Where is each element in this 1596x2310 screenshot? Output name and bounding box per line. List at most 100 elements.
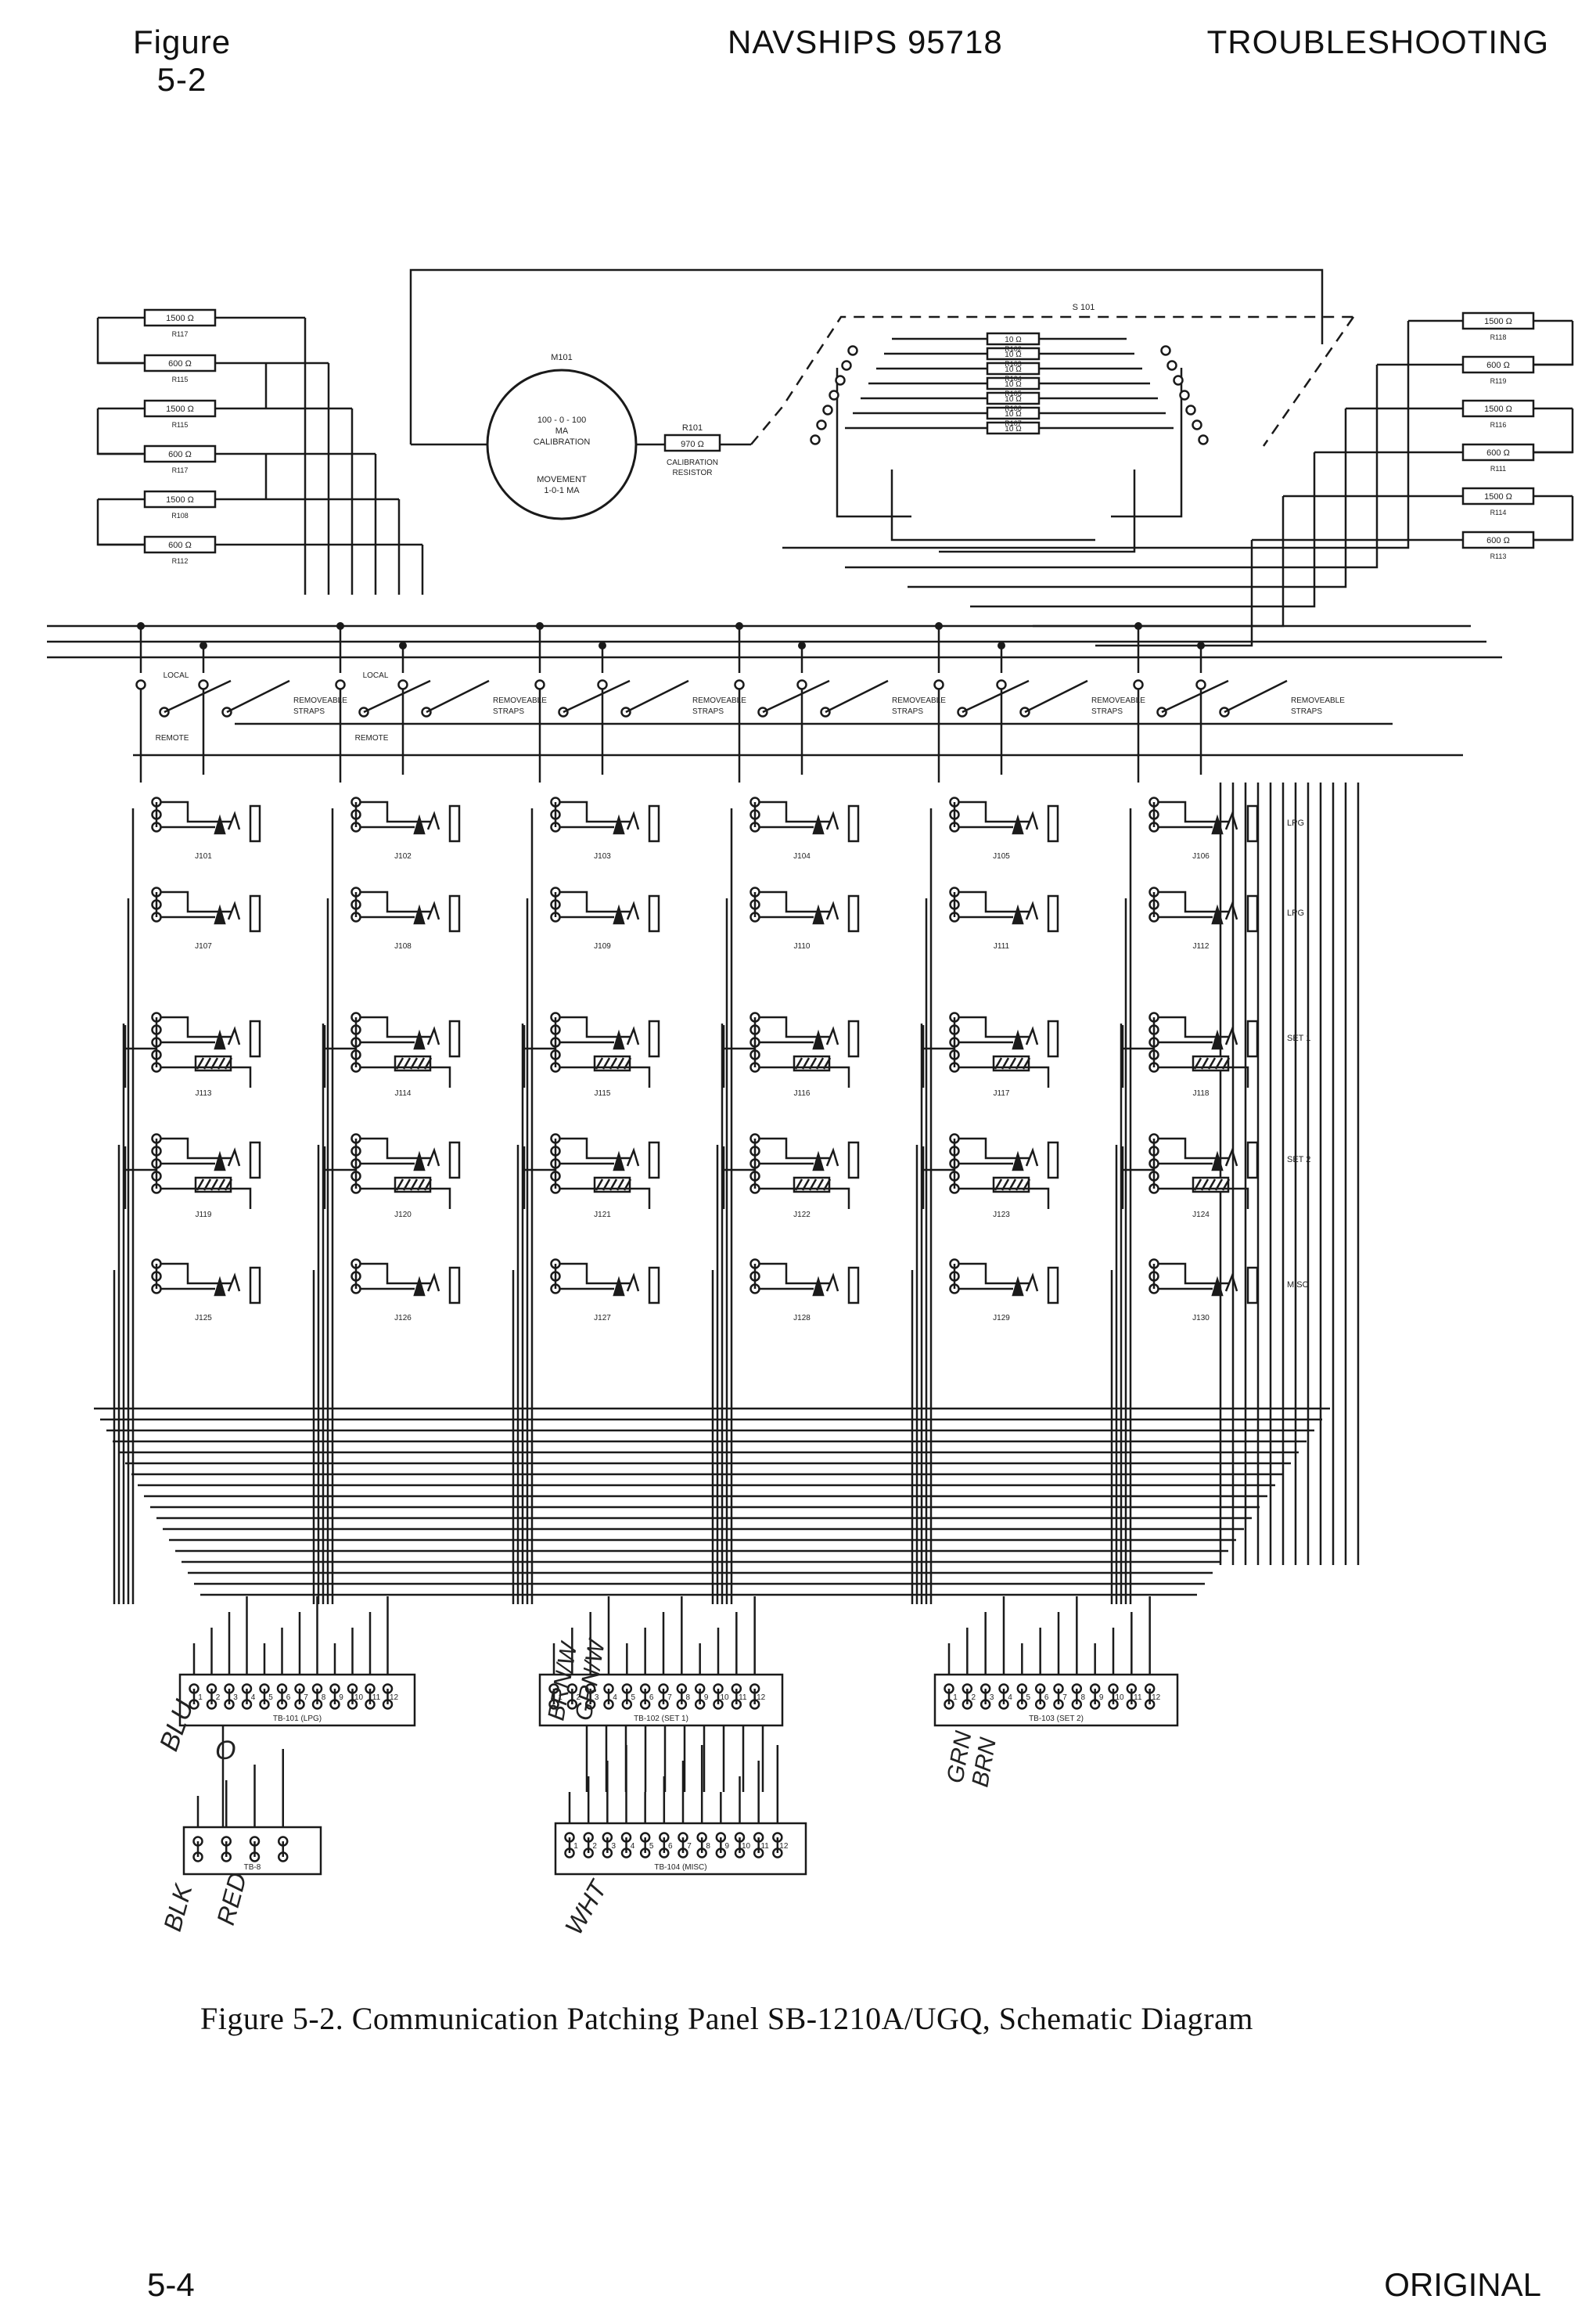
handwritten-red: RED bbox=[211, 1869, 252, 1928]
switch-ref: S 101 bbox=[1073, 303, 1095, 312]
jack-ref-j101: J101 bbox=[195, 852, 212, 861]
jack-sleeve bbox=[249, 894, 261, 933]
jack-sleeve bbox=[1047, 1266, 1059, 1304]
jack-contact bbox=[760, 1016, 829, 1038]
figure-label: Figure 5-2 bbox=[133, 23, 231, 99]
left-resistor-ref: R117 bbox=[172, 330, 189, 338]
jack-contact bbox=[161, 1066, 252, 1088]
jack-sleeve bbox=[648, 894, 660, 933]
right-resistor-ref: R116 bbox=[1490, 421, 1507, 429]
jack-ref-j114: J114 bbox=[395, 1089, 412, 1098]
figure-word: Figure bbox=[133, 23, 232, 60]
switch-resistor-ref: R105 bbox=[1005, 390, 1022, 398]
straps-label: STRAPS bbox=[892, 707, 923, 716]
jack-ref-j129: J129 bbox=[993, 1314, 1010, 1322]
jack-ref-j112: J112 bbox=[1193, 942, 1210, 951]
right-resistor bbox=[1461, 399, 1535, 418]
wire bbox=[836, 368, 911, 518]
jack-ref-j103: J103 bbox=[594, 852, 611, 861]
jack-tip-arrow bbox=[1012, 1276, 1024, 1297]
board-number: 8 bbox=[322, 1693, 326, 1702]
right-resistor-value: 1500 Ω bbox=[1484, 492, 1512, 502]
board-number: 1 bbox=[558, 1693, 563, 1702]
strap-switch bbox=[825, 679, 889, 714]
board-number: 7 bbox=[304, 1693, 308, 1702]
jack-ref-j118: J118 bbox=[1193, 1089, 1210, 1098]
right-resistor bbox=[1461, 311, 1535, 330]
meter-ref: M101 bbox=[551, 353, 573, 362]
jack-sleeve bbox=[1047, 804, 1059, 843]
jack-sleeve bbox=[1246, 894, 1259, 933]
remote-label: REMOTE bbox=[355, 734, 389, 743]
jack-sleeve bbox=[1246, 1266, 1259, 1304]
jack-tip-arrow bbox=[1211, 1276, 1224, 1297]
local-label: LOCAL bbox=[363, 671, 389, 680]
left-resistor-ref: R108 bbox=[171, 512, 189, 520]
meter-m101 bbox=[486, 369, 638, 520]
jack-ref-j113: J113 bbox=[196, 1089, 212, 1098]
left-resistor-value: 1500 Ω bbox=[166, 495, 194, 505]
switch-contact-left bbox=[822, 405, 833, 416]
strap-switch bbox=[625, 679, 689, 714]
jack-ref-j105: J105 bbox=[993, 852, 1010, 861]
strap-switch bbox=[762, 679, 830, 714]
jack-ref-j130: J130 bbox=[1192, 1314, 1210, 1322]
jack-sleeve bbox=[648, 804, 660, 843]
left-resistor bbox=[143, 444, 217, 463]
jack-sleeve bbox=[448, 1141, 461, 1179]
jack-contact bbox=[1159, 1137, 1228, 1160]
right-resistor-ref: R118 bbox=[1490, 333, 1507, 341]
jack-tip-arrow bbox=[214, 814, 226, 835]
jack-ref-j122: J122 bbox=[793, 1211, 811, 1219]
switch-contact-left bbox=[829, 390, 839, 401]
wire bbox=[1533, 321, 1574, 366]
switch-contact-right bbox=[1185, 405, 1196, 416]
meter-line-4: MOVEMENT bbox=[537, 475, 587, 484]
jack-contact bbox=[161, 891, 231, 913]
terminal bbox=[335, 679, 346, 690]
meter-line-3: CALIBRATION bbox=[534, 437, 591, 447]
meter-line-5: 1-0-1 MA bbox=[544, 486, 580, 495]
jack-tip-arrow bbox=[812, 814, 825, 835]
right-resistor-value: 1500 Ω bbox=[1484, 405, 1512, 414]
strap-switch bbox=[1024, 679, 1088, 714]
board-number: 1 bbox=[573, 1842, 578, 1851]
jack-ref-j121: J121 bbox=[594, 1211, 611, 1219]
strap-switch bbox=[1224, 679, 1288, 714]
switch-resistor-value: 10 Ω bbox=[1005, 395, 1022, 404]
jack-spring bbox=[1224, 1026, 1238, 1045]
straps-label: STRAPS bbox=[493, 707, 524, 716]
switch-resistor-ref: R102 bbox=[1005, 345, 1022, 353]
jack-tip-arrow bbox=[812, 1276, 825, 1297]
right-resistor bbox=[1461, 531, 1535, 549]
jack-spring bbox=[626, 1147, 640, 1167]
figure-caption: Figure 5-2. Communication Patching Panel… bbox=[200, 2001, 1253, 2036]
terminal bbox=[597, 679, 608, 690]
jack-ref-j107: J107 bbox=[195, 942, 212, 951]
jack-ref-j108: J108 bbox=[394, 942, 412, 951]
jack-spring bbox=[1224, 1272, 1238, 1292]
left-resistor-ref: R115 bbox=[172, 376, 189, 383]
jack-sleeve bbox=[1047, 1020, 1059, 1058]
board-number: 4 bbox=[1008, 1693, 1012, 1702]
jack-contact bbox=[161, 801, 231, 823]
jack-tip-arrow bbox=[214, 1029, 226, 1050]
terminal bbox=[1195, 679, 1206, 690]
jack-sleeve bbox=[448, 1266, 461, 1304]
straps-label: STRAPS bbox=[293, 707, 325, 716]
edition-label: ORIGINAL bbox=[1384, 2266, 1541, 2303]
board-number: 5 bbox=[631, 1693, 636, 1702]
wire bbox=[96, 318, 145, 365]
board-number: 6 bbox=[649, 1693, 654, 1702]
board-number: 3 bbox=[233, 1693, 238, 1702]
jack-contact bbox=[1159, 1187, 1249, 1209]
jack-spring bbox=[825, 811, 839, 830]
left-resistor bbox=[143, 535, 217, 554]
right-resistor-ref: R113 bbox=[1490, 552, 1507, 560]
wire bbox=[1533, 408, 1574, 454]
meter-line-1: 100 - 0 - 100 bbox=[537, 416, 586, 425]
cal-resistor-ref: R101 bbox=[682, 423, 703, 433]
jack-spring bbox=[426, 1272, 440, 1292]
jack-contact bbox=[760, 891, 829, 913]
switch-arm-left bbox=[750, 315, 1353, 445]
